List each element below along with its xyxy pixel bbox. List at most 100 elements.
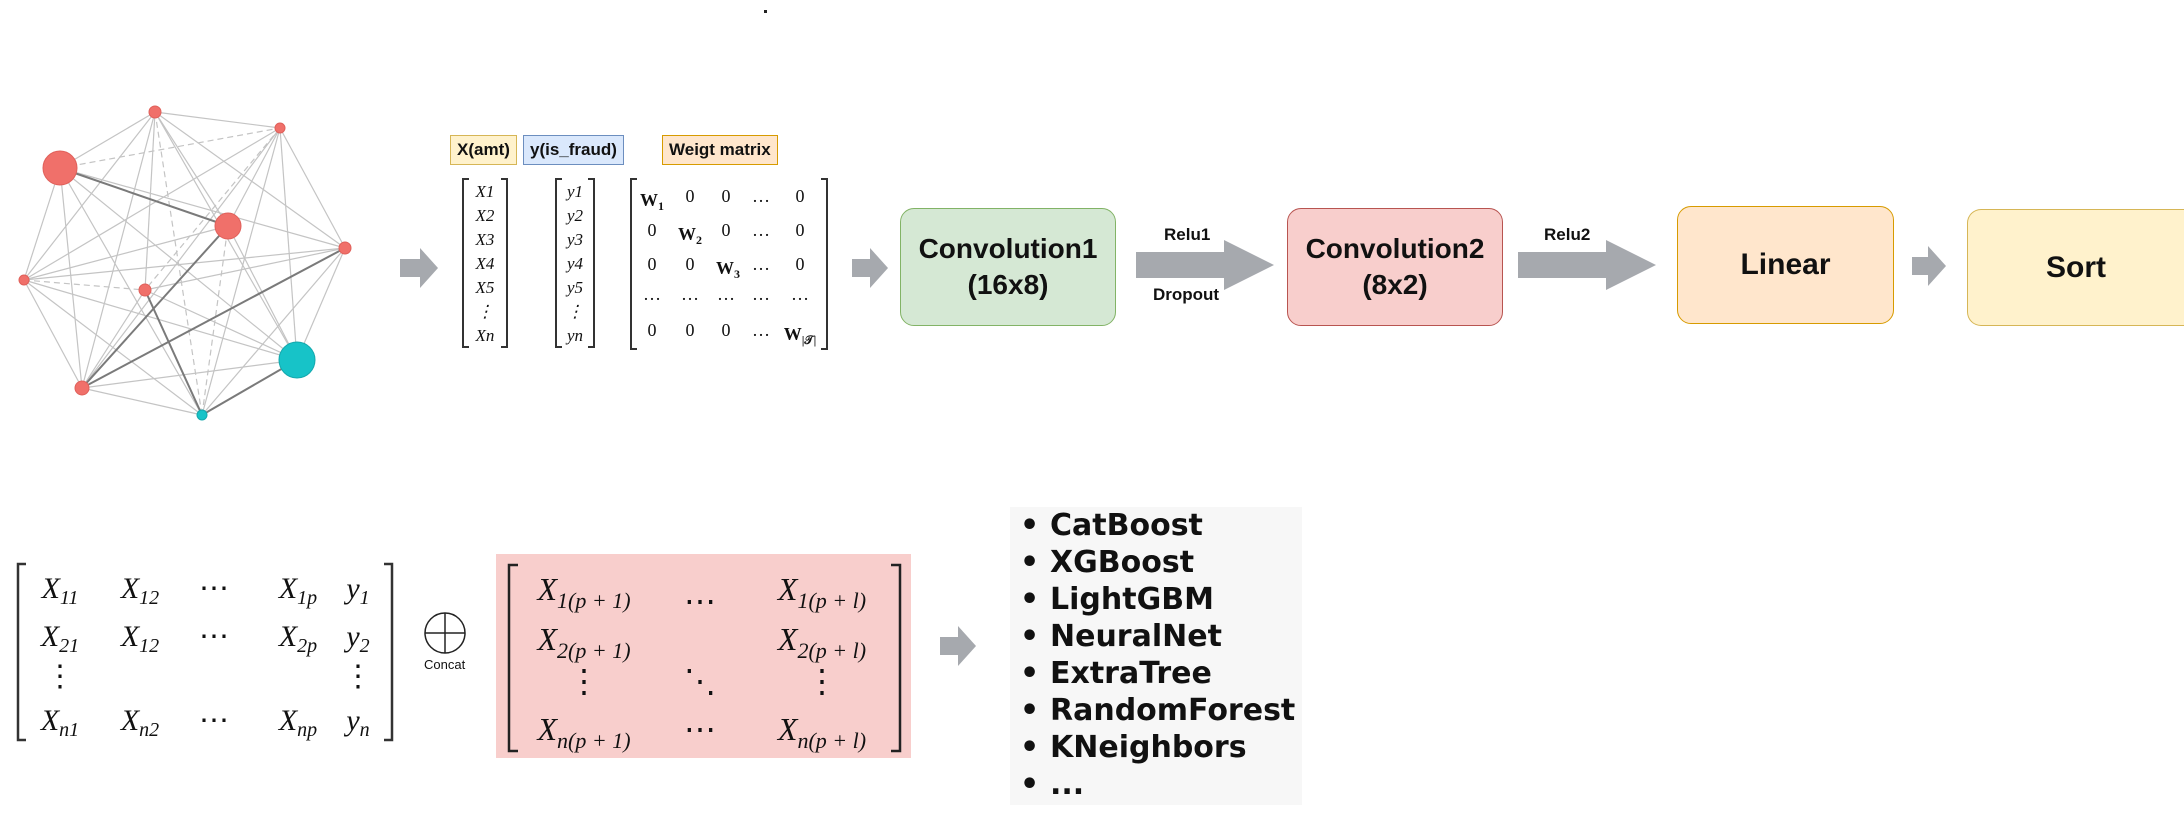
svg-text:Xn(p + l): Xn(p + l) [776, 711, 866, 753]
svg-text:⋯: ⋯ [199, 572, 229, 605]
weight-matrix-tag: Weigt matrix [662, 135, 778, 165]
svg-text:⋯: ⋯ [199, 620, 229, 653]
svg-text:0: 0 [796, 186, 805, 206]
relu1-label: Relu1 [1164, 225, 1211, 244]
svg-text:X21: X21 [40, 620, 79, 657]
convolution1-size: (16x8) [967, 269, 1049, 300]
list-item: KNeighbors [1010, 729, 1302, 766]
svg-text:X12: X12 [120, 620, 159, 657]
svg-text:X1(p + l): X1(p + l) [776, 571, 866, 613]
model-list: CatBoost XGBoost LightGBM NeuralNet Extr… [1010, 507, 1302, 805]
linear-block: Linear [1677, 206, 1894, 324]
transaction-graph [18, 105, 352, 421]
svg-text:X11: X11 [41, 572, 79, 609]
graph-node [338, 241, 352, 255]
concat-icon [424, 612, 466, 654]
svg-text:0: 0 [722, 220, 731, 240]
convolution2-block: Convolution2 (8x2) [1287, 208, 1503, 326]
sort-label: Sort [2046, 250, 2106, 284]
graph-node [214, 212, 242, 240]
svg-text:X1p: X1p [278, 572, 317, 609]
svg-text:⋯: ⋯ [684, 711, 716, 747]
svg-text:…: … [643, 284, 661, 304]
arrow-icon [1912, 246, 1946, 286]
graph-node [74, 380, 90, 396]
list-item: RandomForest [1010, 692, 1302, 729]
linear-label: Linear [1740, 248, 1831, 281]
relu2-label: Relu2 [1544, 225, 1591, 244]
svg-text:X12: X12 [120, 572, 159, 609]
svg-text:y2: y2 [343, 620, 369, 657]
convolution1-block: Convolution1 (16x8) [900, 208, 1116, 326]
svg-text:0: 0 [686, 254, 695, 274]
convolution2-title: Convolution2 [1305, 233, 1485, 264]
concat-label: Concat [424, 657, 466, 672]
svg-text:…: … [752, 284, 770, 304]
graph-node [274, 122, 286, 134]
list-item: CatBoost [1010, 507, 1302, 544]
svg-text:X2(p + l): X2(p + l) [776, 621, 866, 663]
svg-text:W1: W1 [640, 190, 664, 213]
arrow-icon [1136, 240, 1274, 290]
svg-text:⋯: ⋯ [199, 704, 229, 737]
svg-text:0: 0 [648, 220, 657, 240]
sort-block: Sort [1967, 209, 2184, 326]
svg-text:0: 0 [722, 320, 731, 340]
svg-text:⋱: ⋱ [684, 663, 716, 699]
convolution2-size: (8x2) [1362, 269, 1428, 300]
svg-text:…: … [791, 284, 809, 304]
list-item: ExtraTree [1010, 655, 1302, 692]
svg-text:W2: W2 [678, 224, 702, 247]
svg-text:X2p: X2p [278, 620, 317, 657]
y-fraud-tag: y(is_fraud) [523, 135, 624, 165]
svg-text:0: 0 [686, 186, 695, 206]
svg-text:Xn2: Xn2 [120, 704, 159, 741]
svg-text:X1(p + 1): X1(p + 1) [535, 571, 630, 613]
graph-strong-edges [59, 167, 346, 416]
svg-text:Xn(p + 1): Xn(p + 1) [535, 711, 630, 753]
svg-text:⋮: ⋮ [806, 663, 838, 699]
graph-node [148, 105, 162, 119]
svg-text:W3: W3 [716, 258, 740, 281]
list-item: ... [1010, 766, 1302, 803]
svg-text:0: 0 [796, 254, 805, 274]
stray-dot [764, 10, 767, 13]
svg-text:yn: yn [343, 704, 369, 741]
svg-text:0: 0 [722, 186, 731, 206]
svg-text:Xnp: Xnp [278, 704, 317, 741]
concatenated-features-block [496, 554, 911, 758]
feature-matrix: X11 X12 ⋯ X1p y1 X21 X12 ⋯ X2p y2 ⋮ ⋮ Xn… [16, 562, 394, 742]
graph-node [138, 283, 152, 297]
svg-text:Xn1: Xn1 [40, 704, 79, 741]
arrow-icon [940, 626, 976, 666]
graph-node [42, 150, 78, 186]
svg-text:…: … [752, 320, 770, 340]
svg-text:y1: y1 [343, 572, 369, 609]
list-item: LightGBM [1010, 581, 1302, 618]
arrow-icon [400, 248, 438, 288]
svg-text:…: … [681, 284, 699, 304]
svg-text:…: … [752, 254, 770, 274]
convolution1-title: Convolution1 [918, 233, 1098, 264]
graph-node [278, 341, 316, 379]
svg-text:⋯: ⋯ [684, 583, 716, 619]
x-amt-tag: X(amt) [450, 135, 517, 165]
svg-text:⋮: ⋮ [568, 663, 600, 699]
svg-text:0: 0 [686, 320, 695, 340]
svg-text:0: 0 [648, 254, 657, 274]
list-item: NeuralNet [1010, 618, 1302, 655]
graph-node [196, 409, 208, 421]
graph-node [18, 274, 30, 286]
svg-text:W|𝒯|: W|𝒯| [784, 324, 816, 347]
svg-text:0: 0 [648, 320, 657, 340]
svg-text:⋮: ⋮ [45, 660, 75, 693]
svg-text:…: … [752, 220, 770, 240]
list-item: XGBoost [1010, 544, 1302, 581]
concatenated-features-matrix: X1(p + 1) ⋯ X1(p + l) X2(p + 1) X2(p + l… [507, 563, 902, 753]
svg-text:0: 0 [796, 220, 805, 240]
